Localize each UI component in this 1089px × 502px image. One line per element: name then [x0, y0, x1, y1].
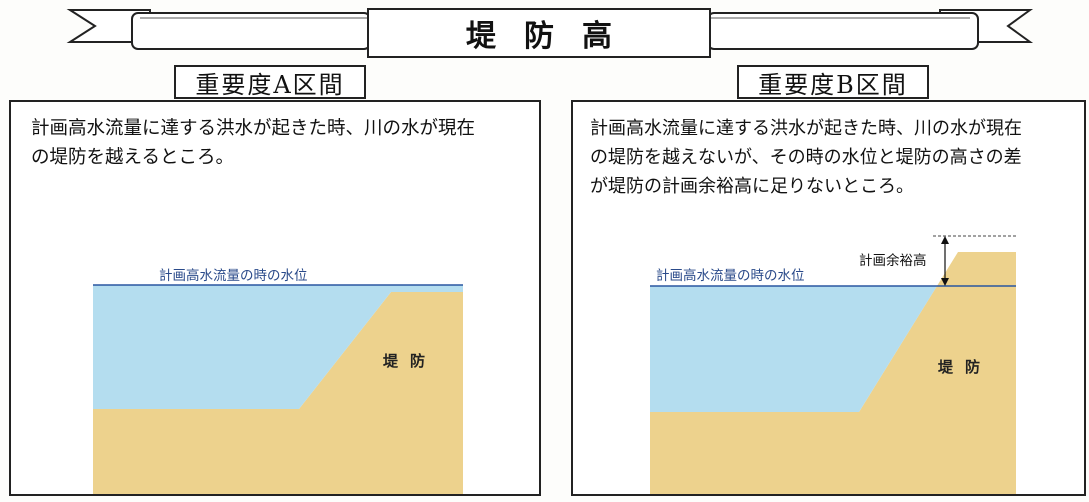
section-b-ground	[650, 252, 1016, 494]
section-b-water	[650, 286, 937, 412]
section-a-water	[93, 285, 463, 409]
banner-left-tail	[66, 9, 151, 43]
section-a-description: 計画高水流量に達する洪水が起きた時、川の水が現在 の堤防を越えるところ。	[31, 118, 476, 168]
section-a-panel: 計画高水流量に達する洪水が起きた時、川の水が現在 の堤防を越えるところ。 計画高…	[9, 100, 541, 496]
section-b-panel: 計画高水流量に達する洪水が起きた時、川の水が現在 の堤防を越えないが、その時の水…	[571, 100, 1086, 496]
section-a-ground	[93, 292, 463, 494]
section-a-label: 重要度A区間	[174, 65, 366, 99]
section-b-diagram	[650, 235, 1016, 494]
section-b-margin-arrowhead-top	[941, 236, 949, 244]
section-b-water-level-label: 計画高水流量の時の水位	[656, 268, 805, 284]
section-a-diagram	[93, 284, 463, 494]
page-title: 堤防高	[367, 8, 711, 58]
section-b-description: 計画高水流量に達する洪水が起きた時、川の水が現在 の堤防を越えないが、その時の水…	[590, 118, 1022, 197]
section-b-margin-arrowhead-bottom	[941, 278, 949, 286]
section-a-dike-label: 堤防	[383, 352, 438, 370]
section-b-dike-label: 堤防	[938, 358, 993, 376]
section-b-label: 重要度B区間	[737, 65, 929, 99]
section-a-water-level-label: 計画高水流量の時の水位	[159, 268, 308, 284]
section-b-margin-label: 計画余裕高	[859, 253, 927, 269]
